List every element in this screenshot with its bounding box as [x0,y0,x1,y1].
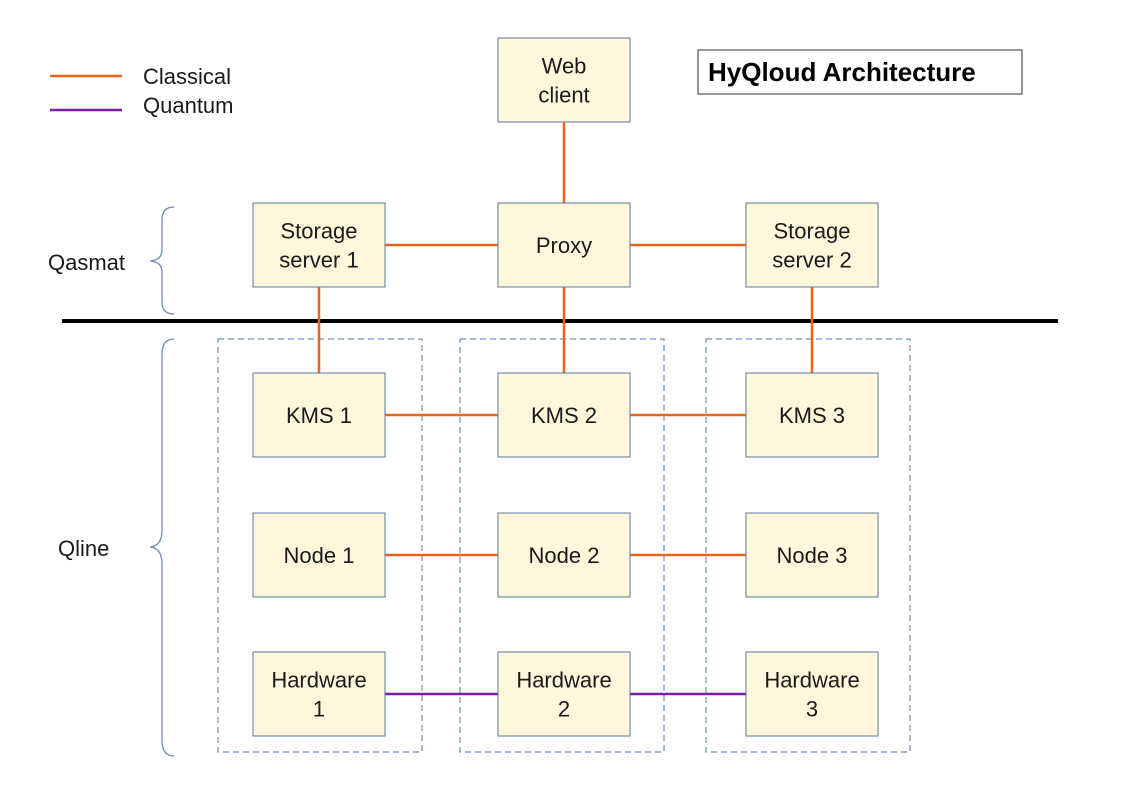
node-box [252,372,386,458]
node-box [497,651,631,737]
node-label: Storage [773,219,850,244]
node-kms2: KMS 2 [497,372,631,458]
node-hw3: Hardware 3 [745,651,879,737]
section-label-qasmat: Qasmat [48,250,125,275]
node-web-client: Web client [497,37,631,123]
legend-classical-label: Classical [143,64,231,89]
node-box [497,37,631,123]
column-group-3 [705,338,911,753]
node-label: 3 [806,697,818,722]
node-label: Hardware [764,668,859,693]
node-label: Hardware [271,668,366,693]
title-box: HyQloud Architecture [697,49,1023,95]
node-label: 2 [558,697,570,722]
node-label: Node 3 [777,543,848,568]
node-box [497,512,631,598]
node-label: Storage [280,219,357,244]
node-node3: Node 3 [745,512,879,598]
node-box [252,202,386,288]
legend-quantum-label: Quantum [143,93,234,118]
brace-qline [149,338,175,757]
brace-qasmat [149,206,175,315]
node-label: Node 2 [529,543,600,568]
node-label: KMS 1 [286,403,352,428]
node-box [745,651,879,737]
node-label: 1 [313,697,325,722]
node-label: server 2 [772,248,851,273]
node-node2: Node 2 [497,512,631,598]
node-node1: Node 1 [252,512,386,598]
node-box [252,512,386,598]
node-label: Proxy [536,233,592,258]
node-label: Node 1 [284,543,355,568]
node-box [252,651,386,737]
node-box [745,512,879,598]
node-box [745,372,879,458]
node-hw1: Hardware 1 [252,651,386,737]
node-box [745,202,879,288]
node-label: server 1 [279,248,358,273]
node-storage2: Storage server 2 [745,202,879,288]
node-kms1: KMS 1 [252,372,386,458]
legend: Classical Quantum [50,64,234,118]
node-box [497,202,631,288]
diagram-title: HyQloud Architecture [708,57,976,87]
node-hw2: Hardware 2 [497,651,631,737]
node-label: client [538,83,589,108]
connections [317,122,814,696]
section-label-qline: Qline [58,536,109,561]
node-label: Web [542,54,587,79]
node-label: KMS 3 [779,403,845,428]
node-proxy: Proxy [497,202,631,288]
column-group-2 [459,338,665,753]
node-kms3: KMS 3 [745,372,879,458]
node-box [497,372,631,458]
node-storage1: Storage server 1 [252,202,386,288]
node-label: Hardware [516,668,611,693]
node-label: KMS 2 [531,403,597,428]
